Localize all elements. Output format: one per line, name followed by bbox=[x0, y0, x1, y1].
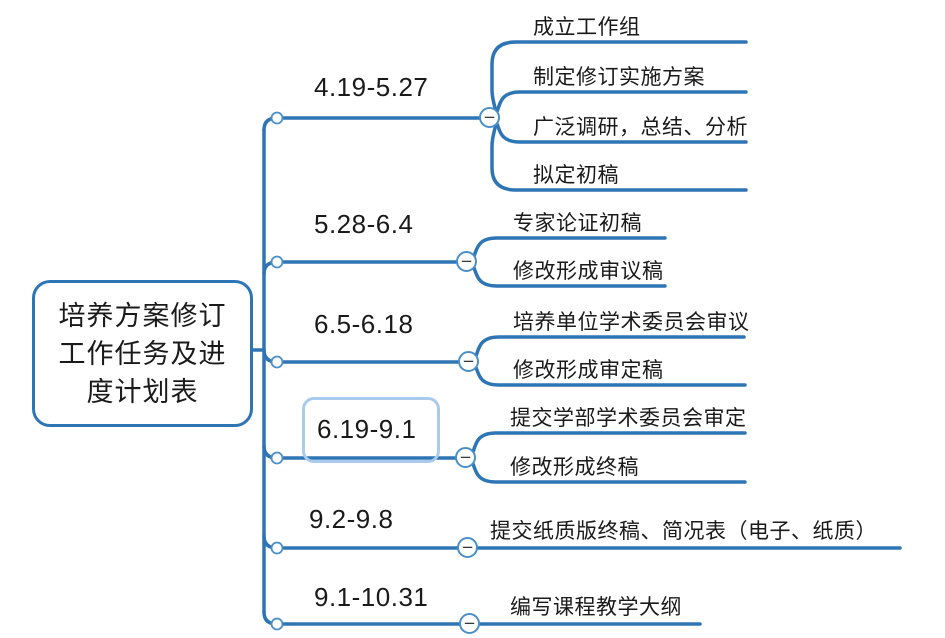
minus-icon: − bbox=[461, 538, 474, 556]
subtopic-label[interactable]: 制定修订实施方案 bbox=[533, 66, 705, 89]
subtopic-label[interactable]: 培养单位学术委员会审议 bbox=[513, 311, 750, 334]
branch-topic-label[interactable]: 9.1-10.31 bbox=[314, 582, 429, 612]
subtopic-label[interactable]: 编写课程教学大纲 bbox=[510, 596, 682, 619]
branch-topic-label[interactable]: 5.28-6.4 bbox=[314, 209, 414, 239]
subtopic-label[interactable]: 专家论证初稿 bbox=[513, 212, 642, 235]
branch-topic-label-selected[interactable]: 6.19-9.1 bbox=[317, 414, 417, 444]
collapse-button[interactable]: − bbox=[459, 613, 480, 634]
subtopic-label[interactable]: 修改形成审定稿 bbox=[513, 359, 664, 382]
branch-topic-label[interactable]: 4.19-5.27 bbox=[314, 72, 429, 102]
subtopic-label[interactable]: 拟定初稿 bbox=[533, 164, 619, 187]
subtopic-label[interactable]: 广泛调研，总结、分析 bbox=[533, 116, 748, 139]
trunk-connector bbox=[248, 116, 279, 626]
subtopic-label[interactable]: 成立工作组 bbox=[533, 16, 641, 39]
collapse-button[interactable]: − bbox=[455, 447, 476, 468]
minus-icon: − bbox=[483, 108, 496, 126]
collapse-button[interactable]: − bbox=[458, 351, 479, 372]
root-topic[interactable]: 培养方案修订工作任务及进度计划表 bbox=[32, 280, 253, 427]
collapse-button[interactable]: − bbox=[456, 251, 477, 272]
junction-dot bbox=[270, 111, 284, 631]
minus-icon: − bbox=[459, 448, 472, 466]
subtopic-label[interactable]: 提交学部学术委员会审定 bbox=[510, 407, 747, 430]
root-topic-label: 培养方案修订工作任务及进度计划表 bbox=[58, 300, 227, 407]
minus-icon: − bbox=[460, 252, 473, 270]
collapse-button[interactable]: − bbox=[479, 107, 500, 128]
subtopic-label[interactable]: 修改形成审议稿 bbox=[513, 260, 664, 283]
minus-icon: − bbox=[462, 352, 475, 370]
collapse-button[interactable]: − bbox=[457, 537, 478, 558]
selected-topic-frame bbox=[302, 397, 440, 463]
minus-icon: − bbox=[463, 614, 476, 632]
branch-topic-label[interactable]: 9.2-9.8 bbox=[309, 504, 394, 534]
branch-topic-label[interactable]: 6.5-6.18 bbox=[314, 309, 414, 339]
subtopic-label[interactable]: 提交纸质版终稿、简况表（电子、纸质） bbox=[490, 520, 877, 543]
subtopic-label[interactable]: 修改形成终稿 bbox=[510, 456, 639, 479]
